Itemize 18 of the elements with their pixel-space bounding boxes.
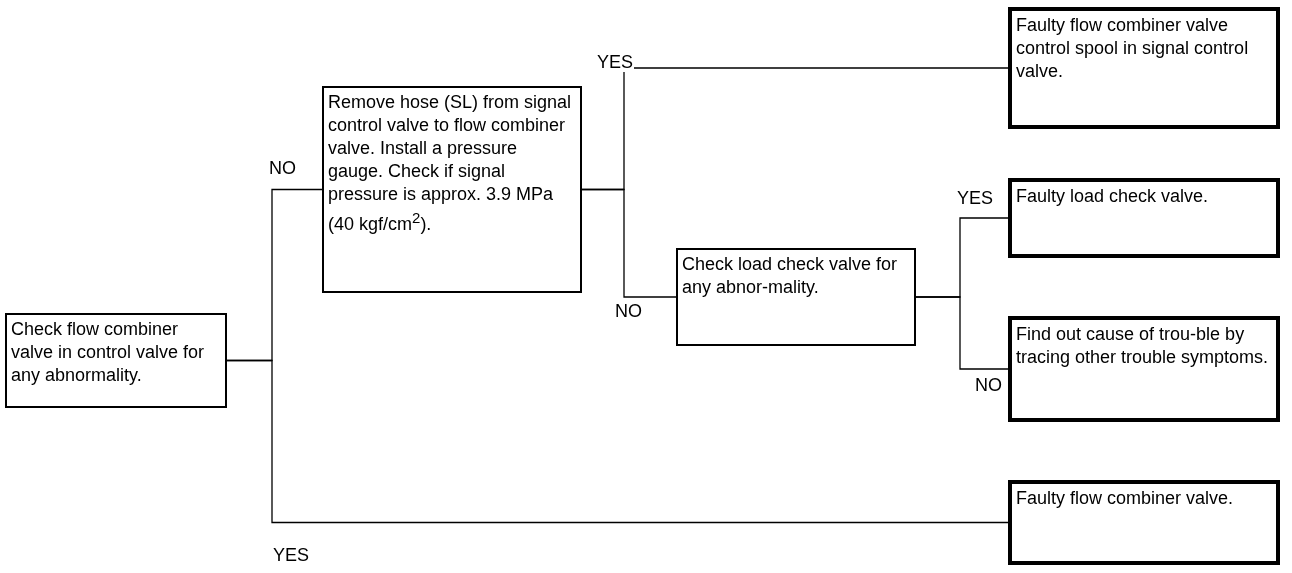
process-box [676, 248, 916, 346]
box-text: Remove hose (SL) from signal control valve to flow combiner valve. Install a pressure gauge. Check if signal pressure is approx. 3.9 MPa (40 kgf/cm$^{2}$). [328, 91, 573, 236]
connector-line [226, 359, 1009, 524]
box-text: Faulty load check valve. [1016, 185, 1210, 208]
edge-label: YES [596, 52, 635, 72]
box-text: Find out cause of trou-ble by tracing other trouble symptoms. [1016, 323, 1270, 369]
process-box [322, 86, 582, 293]
box-text: Check load check valve for any abnor-mality. [682, 253, 899, 299]
process-box [1008, 178, 1280, 258]
box-text: Check flow combiner valve in control valve for any abnormality. [11, 318, 206, 387]
connector-line [581, 188, 677, 298]
process-box [5, 313, 227, 408]
process-box [1008, 316, 1280, 422]
connector-line [915, 296, 1009, 370]
process-box [1008, 480, 1280, 565]
box-text: Faulty flow combiner valve control spool in signal control valve. [1016, 14, 1250, 83]
box-text: Faulty flow combiner valve. [1016, 487, 1235, 510]
process-box [1008, 7, 1280, 129]
